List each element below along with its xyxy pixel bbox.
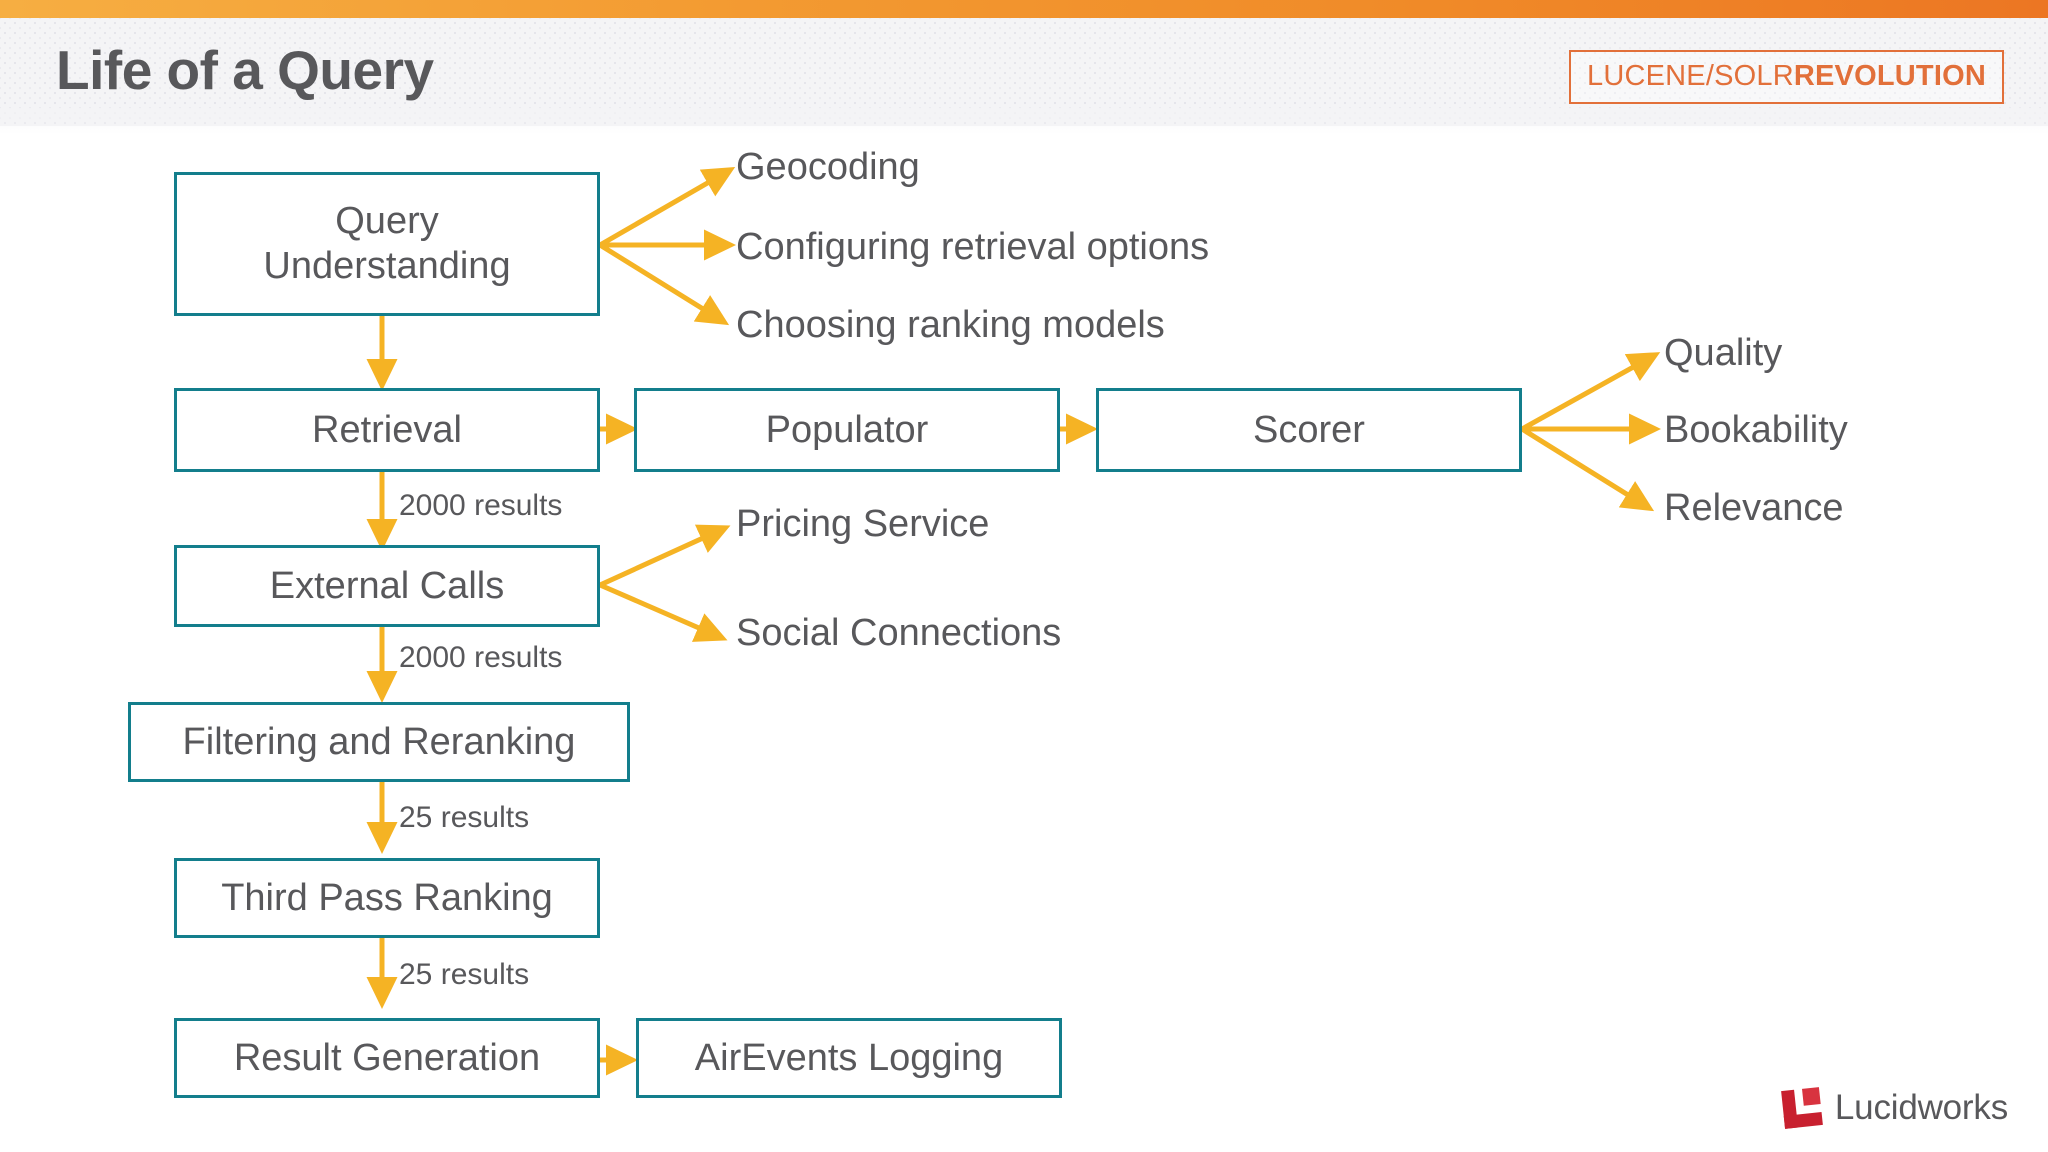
conference-logo-light-text: LUCENE/SOLR — [1587, 60, 1794, 92]
lucidworks-logo: Lucidworks — [1781, 1087, 2008, 1129]
branch-label-geocoding: Geocoding — [736, 146, 920, 188]
branch-label-bookability: Bookability — [1664, 409, 1848, 451]
edge-label-external-to-filtering: 2000 results — [399, 641, 563, 674]
edge-label-filtering-to-third-pass: 25 results — [399, 801, 530, 834]
node-retrieval[interactable]: Retrieval — [174, 388, 600, 472]
node-airevents-logging[interactable]: AirEvents Logging — [636, 1018, 1062, 1098]
branch-label-choosing-ranking-models: Choosing ranking models — [736, 304, 1165, 346]
top-accent-bar — [0, 0, 2048, 18]
arrow-scorer-quality — [1520, 352, 1661, 432]
header-fade — [0, 108, 2048, 134]
node-scorer[interactable]: Scorer — [1096, 388, 1522, 472]
node-third-pass-ranking[interactable]: Third Pass Ranking — [174, 858, 600, 938]
branch-label-quality: Quality — [1664, 332, 1783, 374]
conference-logo-bold-text: REVOLUTION — [1793, 60, 1986, 92]
node-populator[interactable]: Populator — [634, 388, 1060, 472]
arrow-qu-choosing — [598, 242, 730, 326]
node-filtering-and-reranking[interactable]: Filtering and Reranking — [128, 702, 630, 782]
branch-label-pricing-service: Pricing Service — [736, 503, 990, 545]
arrow-external-pricing — [598, 524, 731, 588]
node-query-understanding[interactable]: Query Understanding — [174, 172, 600, 316]
lucidworks-mark-square — [1801, 1087, 1821, 1106]
page-title: Life of a Query — [56, 39, 434, 101]
branch-label-configuring-retrieval-options: Configuring retrieval options — [736, 226, 1210, 268]
conference-logo: LUCENE/SOLRREVOLUTION — [1569, 50, 2004, 104]
branch-label-relevance: Relevance — [1664, 487, 1844, 529]
lucidworks-mark-icon — [1781, 1087, 1823, 1129]
lucidworks-mark-horizontal — [1783, 1111, 1823, 1129]
node-result-generation[interactable]: Result Generation — [174, 1018, 600, 1098]
arrow-external-social — [599, 582, 728, 642]
arrow-qu-geocoding — [598, 167, 736, 248]
arrow-scorer-relevance — [1520, 426, 1655, 512]
node-external-calls[interactable]: External Calls — [174, 545, 600, 627]
branch-label-social-connections: Social Connections — [736, 612, 1062, 654]
lucidworks-wordmark: Lucidworks — [1834, 1088, 2008, 1127]
edge-label-retrieval-to-external: 2000 results — [399, 489, 563, 522]
edge-label-third-pass-to-result: 25 results — [399, 958, 530, 991]
